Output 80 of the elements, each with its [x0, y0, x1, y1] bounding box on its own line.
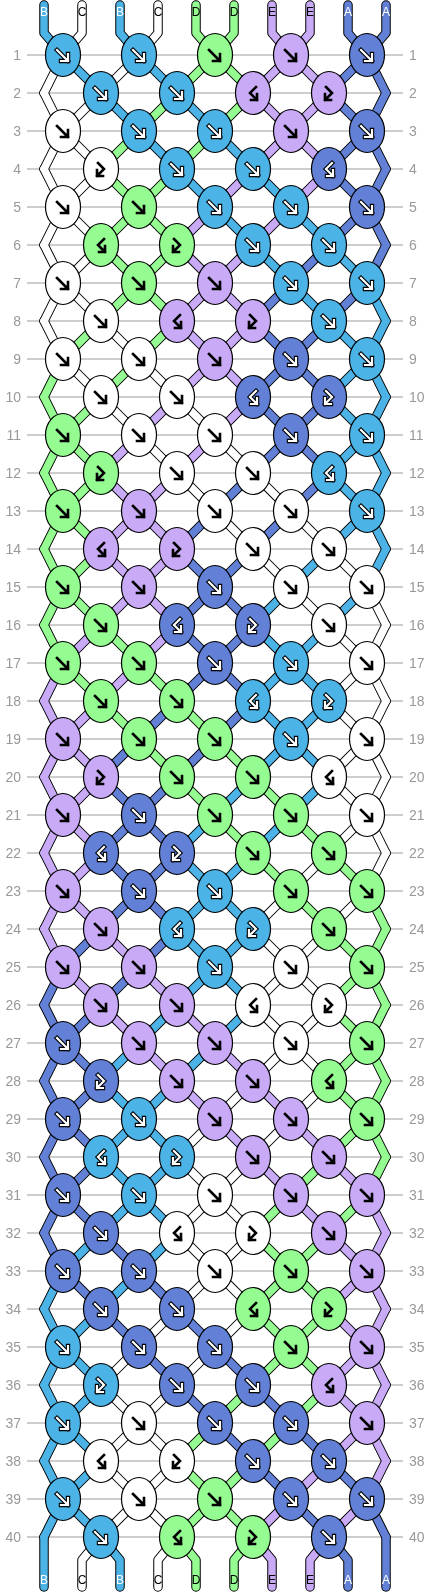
row-number: 19: [5, 732, 21, 746]
row-number: 20: [5, 770, 21, 784]
row-number: 33: [5, 1264, 21, 1278]
row-number: 19: [409, 732, 425, 746]
row-number: 21: [409, 808, 425, 822]
row-number: 11: [409, 428, 424, 442]
row-number: 17: [409, 656, 425, 670]
row-number: 34: [5, 1302, 21, 1316]
row-number: 24: [5, 922, 21, 936]
row-number: 11: [6, 428, 21, 442]
row-number: 38: [409, 1454, 425, 1468]
row-number: 30: [5, 1150, 21, 1164]
row-number: 16: [409, 618, 425, 632]
row-number: 7: [409, 276, 417, 290]
row-number: 29: [409, 1112, 425, 1126]
row-number: 25: [409, 960, 425, 974]
row-number: 5: [409, 200, 417, 214]
row-number: 7: [13, 276, 21, 290]
row-number: 27: [5, 1036, 21, 1050]
row-number: 39: [409, 1492, 425, 1506]
row-number: 35: [5, 1340, 21, 1354]
row-number: 20: [409, 770, 425, 784]
row-number: 10: [5, 390, 21, 404]
row-number: 8: [13, 314, 21, 328]
row-number: 18: [409, 694, 425, 708]
row-number: 26: [409, 998, 425, 1012]
row-number: 36: [409, 1378, 425, 1392]
row-number: 6: [13, 238, 21, 252]
row-number: 28: [409, 1074, 425, 1088]
row-number: 15: [409, 580, 425, 594]
row-number: 25: [5, 960, 21, 974]
row-number: 23: [409, 884, 425, 898]
row-number: 14: [5, 542, 21, 556]
row-number: 23: [5, 884, 21, 898]
row-number: 3: [409, 124, 417, 138]
row-number: 12: [409, 466, 425, 480]
row-number: 4: [13, 162, 21, 176]
row-number: 16: [5, 618, 21, 632]
row-number: 36: [5, 1378, 21, 1392]
row-number: 13: [5, 504, 21, 518]
row-number: 37: [409, 1416, 425, 1430]
row-number: 12: [5, 466, 21, 480]
row-number: 32: [409, 1226, 425, 1240]
row-number: 33: [409, 1264, 425, 1278]
row-number: 1: [13, 48, 21, 62]
row-number: 14: [409, 542, 425, 556]
row-number: 10: [409, 390, 425, 404]
row-number: 26: [5, 998, 21, 1012]
row-number: 34: [409, 1302, 425, 1316]
row-number: 9: [409, 352, 417, 366]
row-number: 38: [5, 1454, 21, 1468]
row-number: 32: [5, 1226, 21, 1240]
row-number: 28: [5, 1074, 21, 1088]
row-number: 30: [409, 1150, 425, 1164]
row-number: 17: [5, 656, 21, 670]
row-number: 39: [5, 1492, 21, 1506]
row-number: 6: [409, 238, 417, 252]
row-number: 31: [5, 1188, 21, 1202]
row-number: 31: [409, 1188, 425, 1202]
row-number: 8: [409, 314, 417, 328]
row-number: 29: [5, 1112, 21, 1126]
row-number: 15: [5, 580, 21, 594]
row-number: 40: [5, 1530, 21, 1544]
row-number: 40: [409, 1530, 425, 1544]
row-number: 2: [13, 86, 21, 100]
row-number: 1: [409, 48, 417, 62]
row-number: 35: [409, 1340, 425, 1354]
row-number: 18: [5, 694, 21, 708]
row-number: 4: [409, 162, 417, 176]
row-number: 5: [13, 200, 21, 214]
row-number: 21: [5, 808, 21, 822]
row-number: 22: [409, 846, 425, 860]
row-number: 27: [409, 1036, 425, 1050]
row-number: 3: [13, 124, 21, 138]
row-number: 13: [409, 504, 425, 518]
row-number: 2: [409, 86, 417, 100]
row-number: 22: [5, 846, 21, 860]
row-number: 9: [13, 352, 21, 366]
row-number: 24: [409, 922, 425, 936]
row-number: 37: [5, 1416, 21, 1430]
